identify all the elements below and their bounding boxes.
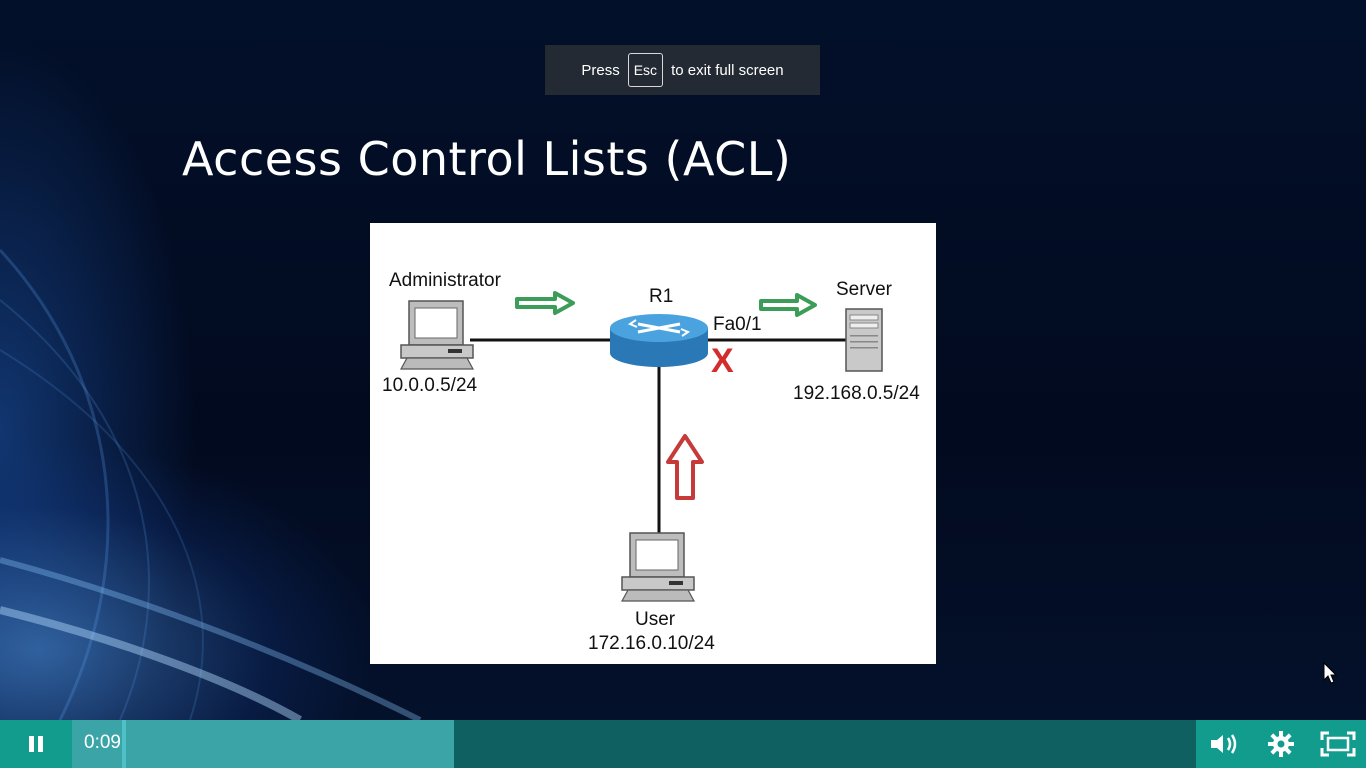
user-ip-label: 172.16.0.10/24 <box>588 633 715 654</box>
slide-title: Access Control Lists (ACL) <box>182 132 792 186</box>
red-arrow-up-icon <box>666 434 704 500</box>
admin-computer-icon <box>399 300 475 370</box>
interface-label: Fa0/1 <box>713 314 762 335</box>
user-computer-icon <box>620 532 696 602</box>
progress-bar[interactable] <box>72 720 1196 768</box>
video-frame[interactable]: Press Esc to exit full screen Access Con… <box>0 0 1366 720</box>
pause-button[interactable] <box>0 720 72 768</box>
server-label: Server <box>836 279 892 300</box>
current-time: 0:09 <box>84 732 121 753</box>
router-icon <box>610 314 708 367</box>
network-diagram: Administrator 10.0.0.5/24 R1 Fa0/1 Serve… <box>370 223 936 664</box>
green-arrow-icon-left <box>515 291 575 315</box>
progress-fill <box>72 720 454 768</box>
notice-press-text: Press <box>581 61 620 79</box>
server-icon <box>845 308 883 372</box>
volume-icon <box>1211 734 1237 754</box>
progress-buffer-head <box>122 720 126 768</box>
admin-label: Administrator <box>389 270 501 291</box>
pause-icon <box>29 736 43 752</box>
fullscreen-notice: Press Esc to exit full screen <box>545 45 820 95</box>
admin-ip-label: 10.0.0.5/24 <box>382 375 478 396</box>
background-swoosh <box>0 248 422 720</box>
mouse-cursor-icon <box>1323 662 1338 684</box>
user-label: User <box>635 609 676 630</box>
volume-button[interactable] <box>1196 720 1252 768</box>
blocked-mark: X <box>711 342 734 380</box>
notice-suffix-text: to exit full screen <box>671 61 784 79</box>
green-arrow-icon-right <box>759 293 817 317</box>
player-control-bar: 0:09 <box>0 720 1366 768</box>
router-label: R1 <box>649 286 674 307</box>
gear-icon <box>1268 731 1294 757</box>
exit-fullscreen-icon <box>1320 731 1356 757</box>
server-ip-label: 192.168.0.5/24 <box>793 383 920 404</box>
settings-button[interactable] <box>1253 720 1309 768</box>
exit-fullscreen-button[interactable] <box>1310 720 1366 768</box>
player-right-controls <box>1196 720 1366 768</box>
network-diagram-graphics <box>399 291 883 602</box>
esc-key-badge: Esc <box>627 53 664 87</box>
